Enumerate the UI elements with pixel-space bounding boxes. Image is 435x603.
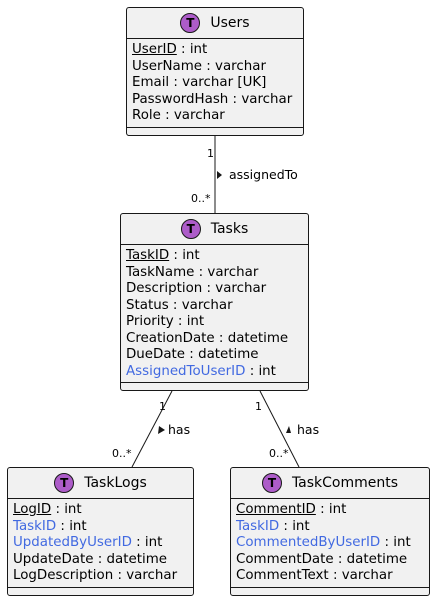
attribute: CommentDate : datetime	[236, 551, 408, 567]
entity-title: Users	[210, 15, 250, 31]
mult-tasks-one-logs: 1	[159, 400, 166, 413]
methods-section	[231, 588, 429, 595]
attribute-primary-key: LogID : int	[13, 502, 82, 517]
table-type-icon: T	[54, 473, 75, 493]
relation-line-tasks-comments	[259, 390, 300, 468]
entity-header: T TaskComments	[231, 468, 429, 499]
attribute: DueDate : datetime	[126, 347, 259, 362]
relation-label-has-comments: has	[297, 422, 319, 437]
attribute-foreign-key: TaskID : int	[13, 518, 87, 534]
entity-tasks[interactable]: T Tasks TaskID : int TaskName : varchar …	[120, 213, 309, 391]
entity-header: T Tasks	[121, 214, 308, 245]
methods-section	[8, 588, 193, 595]
entity-header: T TaskLogs	[8, 468, 193, 499]
mult-users-one: 1	[207, 147, 214, 160]
attribute: Status : varchar	[126, 297, 233, 313]
attribute-primary-key: CommentID : int	[236, 502, 347, 517]
mult-tasks-many: 0..*	[191, 192, 211, 205]
entity-title: TaskComments	[291, 475, 399, 491]
methods-section	[121, 383, 308, 390]
attribute: UserName : varchar	[132, 58, 266, 74]
attribute: CreationDate : datetime	[126, 330, 289, 346]
relation-label-assigned-to: assignedTo	[229, 167, 298, 182]
attribute-foreign-key: AssignedToUserID : int	[126, 363, 276, 379]
attribute-list: LogID : int TaskID : int UpdatedByUserID…	[8, 499, 193, 588]
attribute-list: TaskID : int TaskName : varchar Descript…	[121, 245, 308, 383]
entity-title: Tasks	[210, 221, 249, 237]
attribute: UpdateDate : datetime	[13, 551, 167, 567]
attribute-foreign-key: TaskID : int	[236, 518, 310, 534]
entity-taskcomments[interactable]: T TaskComments CommentID : int TaskID : …	[230, 467, 430, 596]
attribute-foreign-key: UpdatedByUserID : int	[13, 535, 163, 550]
attribute: CommentText : varchar	[236, 568, 393, 583]
attribute: Email : varchar [UK]	[132, 75, 267, 90]
attribute: Description : varchar	[126, 281, 267, 296]
direction-arrow-icon	[286, 426, 291, 433]
mult-comments-many: 0..*	[269, 447, 289, 460]
table-type-icon: T	[180, 13, 201, 33]
table-type-icon: T	[261, 473, 282, 493]
attribute-foreign-key: CommentedByUserID : int	[236, 535, 411, 550]
attribute-primary-key: UserID : int	[132, 42, 208, 57]
attribute-list: CommentID : int TaskID : int CommentedBy…	[231, 499, 429, 588]
entity-header: T Users	[127, 8, 303, 39]
entity-title: TaskLogs	[84, 475, 147, 491]
entity-users[interactable]: T Users UserID : int UserName : varchar …	[126, 7, 304, 136]
attribute-primary-key: TaskID : int	[126, 248, 200, 263]
attribute: TaskName : varchar	[126, 264, 259, 280]
attribute: PasswordHash : varchar	[132, 91, 293, 107]
table-type-icon: T	[180, 219, 201, 239]
attribute: LogDescription : varchar	[13, 568, 178, 583]
mult-logs-many: 0..*	[112, 447, 132, 460]
attribute: Role : varchar	[132, 108, 225, 123]
attribute: Priority : int	[126, 314, 205, 329]
attribute-list: UserID : int UserName : varchar Email : …	[127, 39, 303, 128]
methods-section	[127, 128, 303, 135]
entity-tasklogs[interactable]: T TaskLogs LogID : int TaskID : int Upda…	[7, 467, 194, 596]
direction-arrow-icon	[158, 426, 165, 434]
relation-label-has-logs: has	[168, 422, 190, 437]
mult-tasks-one-comments: 1	[255, 400, 262, 413]
relation-line-tasks-logs	[131, 390, 173, 468]
direction-arrow-icon	[217, 171, 222, 179]
